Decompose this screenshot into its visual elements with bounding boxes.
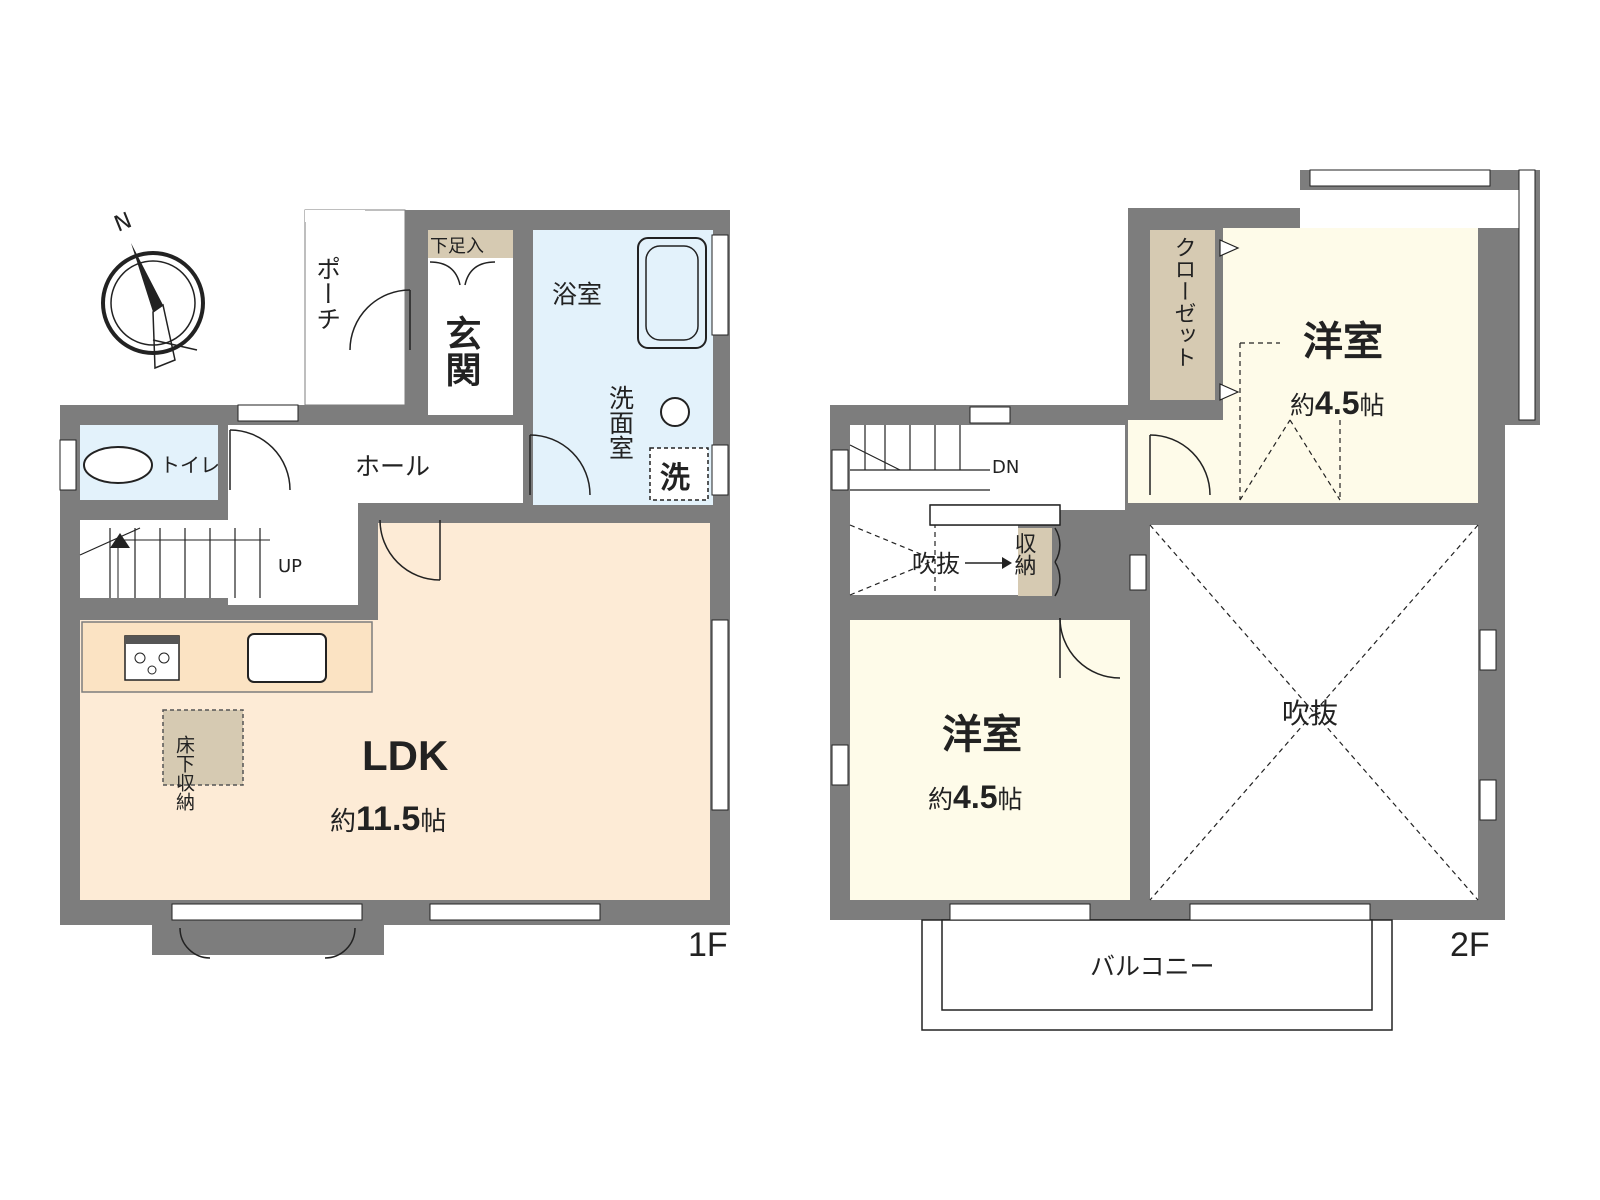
closet-hanger-top — [1219, 239, 1240, 257]
hall-floor — [228, 425, 523, 503]
sink-icon — [247, 633, 327, 683]
bedroom-a-size: 約4.5帖 — [1290, 385, 1385, 421]
shoe-storage-label: 下足入 — [430, 236, 484, 257]
storage-2f-floor — [1018, 528, 1052, 596]
bedroom-b-floor — [850, 620, 1130, 900]
ldk-size-value: 11.5 — [356, 800, 420, 838]
ldk-label: LDK — [362, 732, 448, 779]
bedroom-b-size-prefix: 約 — [928, 785, 953, 814]
washer-label: 洗 — [660, 461, 690, 496]
balcony-label: バルコニー — [1090, 952, 1215, 981]
underfloor-storage-label: 床下収納 — [173, 735, 195, 811]
bedroom-a-size-value: 4.5 — [1315, 385, 1359, 421]
ldk-size: 約11.5帖 — [330, 800, 446, 838]
floor1-windows — [59, 234, 729, 921]
void-large-diagonals — [1149, 524, 1479, 901]
toilet-label: トイレ — [160, 453, 220, 477]
stairs-up-label: UP — [278, 556, 302, 577]
washroom-label: 洗面室 — [606, 385, 635, 460]
void-small-label: 吹抜 — [912, 550, 960, 578]
compass: N — [101, 208, 205, 370]
floor1-doors — [179, 261, 591, 959]
bathtub-icon — [637, 237, 707, 349]
bedroom-a-size-prefix: 約 — [1290, 391, 1315, 420]
ldk-size-unit: 帖 — [420, 807, 446, 837]
bathroom-label: 浴室 — [552, 280, 602, 309]
bedroom-a-floor — [1128, 228, 1478, 503]
compass-needle-south — [152, 303, 176, 370]
bedroom-a-label: 洋室 — [1303, 319, 1383, 365]
floor2-label: 2F — [1450, 926, 1490, 964]
floor1-label: 1F — [688, 926, 728, 964]
closet-hanger-bottom — [1219, 383, 1240, 401]
closet-door-swing — [1239, 342, 1341, 501]
shoe-storage-floor — [428, 230, 513, 258]
washer-space — [649, 447, 709, 501]
compass-needle-north — [131, 243, 163, 312]
bedroom-a-size-unit: 帖 — [1360, 391, 1385, 420]
stove-icon — [124, 635, 180, 681]
ldk-floor — [80, 523, 710, 900]
compass-needle-tail — [152, 339, 198, 351]
hall-label: ホール — [355, 452, 430, 481]
toilet-icon — [83, 446, 153, 484]
entrance-floor — [428, 230, 513, 415]
bedroom-b-size: 約4.5帖 — [928, 779, 1023, 815]
floor-1: ポーチ 下足入 玄関 浴室 洗面室 洗 トイレ ホール UP 床下収納 LDK … — [59, 209, 730, 964]
void-large-label: 吹抜 — [1282, 697, 1338, 730]
stairs-down-label: DN — [992, 457, 1019, 478]
bedroom-b-size-value: 4.5 — [953, 779, 997, 815]
washbasin-icon — [660, 397, 690, 427]
compass-outer-ring — [101, 251, 205, 355]
floor2-windows — [831, 169, 1536, 921]
porch-label-text: ポーチ — [313, 256, 342, 331]
stairs-1f-treads — [79, 527, 270, 598]
compass-inner-ring — [110, 260, 196, 346]
entrance-label: 玄関 — [440, 315, 481, 387]
underfloor-storage-hatch — [162, 709, 244, 786]
ldk-size-prefix: 約 — [330, 807, 356, 837]
bedroom-b-size-unit: 帖 — [998, 785, 1023, 814]
closet-label: クローゼット — [1171, 236, 1196, 368]
stairs-area-1f — [80, 520, 358, 598]
stairs-up-arrow — [110, 533, 130, 548]
storage-2f-label: 収納 — [1011, 532, 1037, 576]
closet-floor — [1150, 230, 1215, 400]
floor-2: クローゼット 洋室 約4.5帖 DN 吹抜 収納 洋室 約4.5帖 吹抜 バルコ… — [830, 169, 1540, 1031]
bedroom-b-label: 洋室 — [942, 712, 1022, 758]
floor2-doors — [1054, 434, 1211, 679]
compass-north-label: N — [111, 208, 136, 237]
